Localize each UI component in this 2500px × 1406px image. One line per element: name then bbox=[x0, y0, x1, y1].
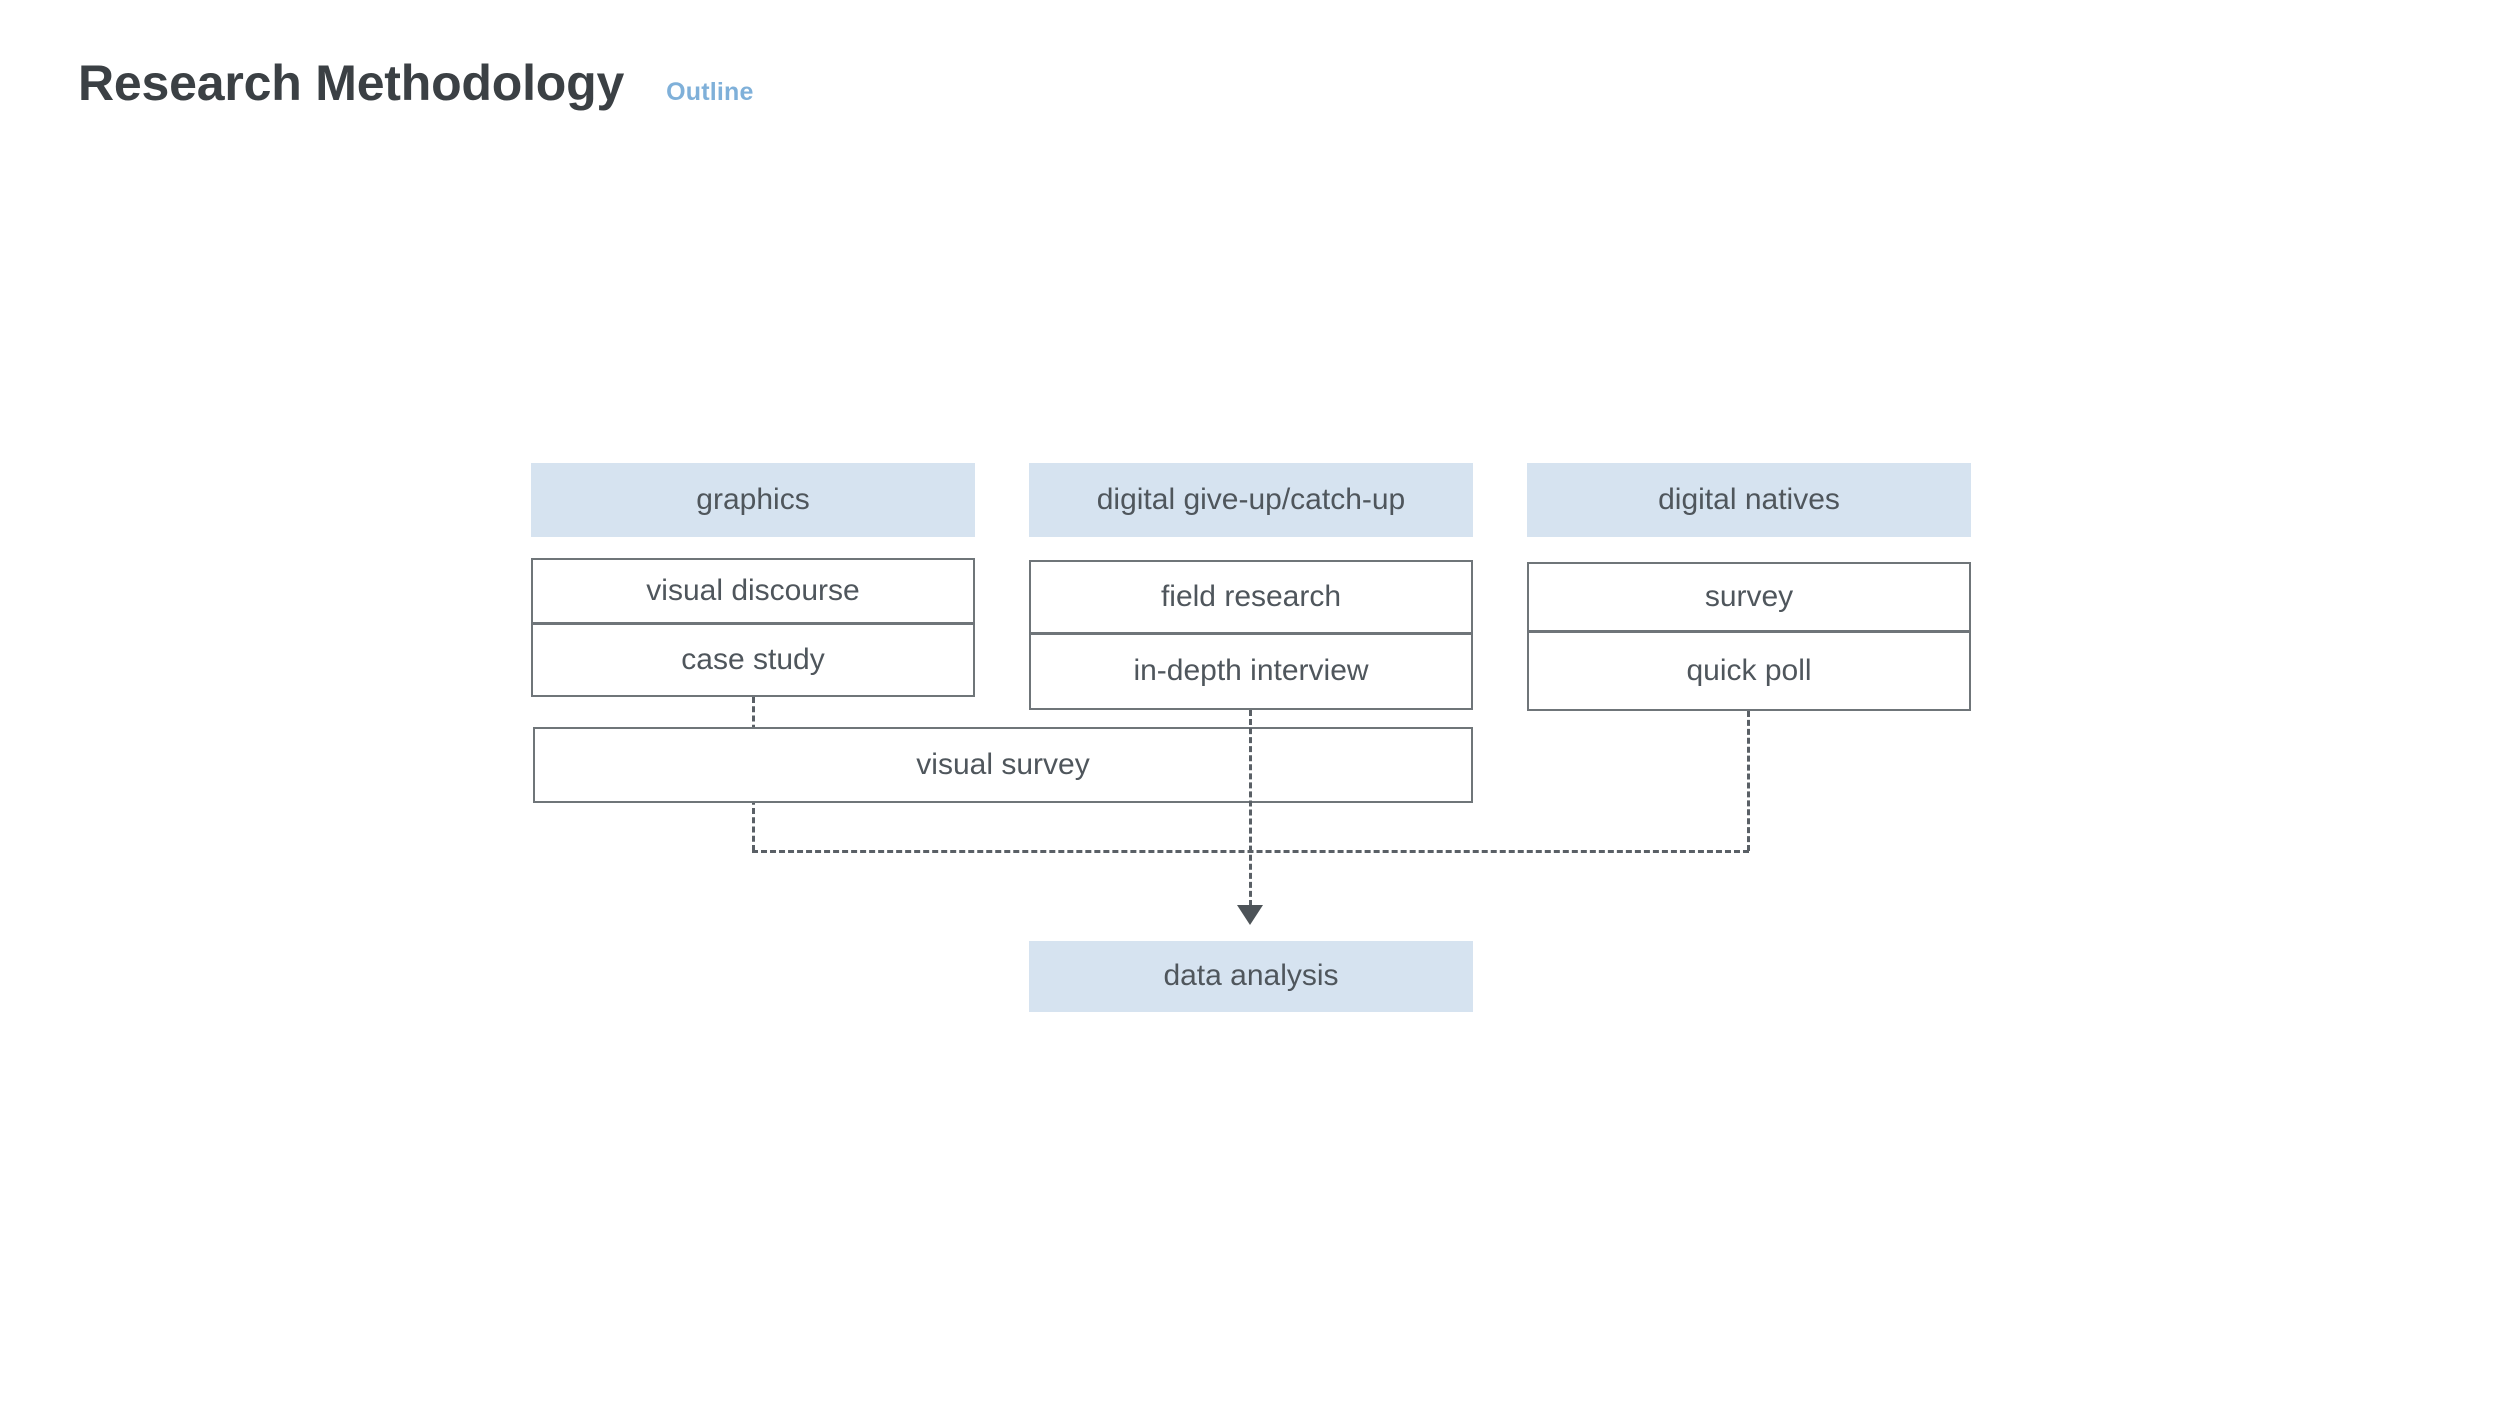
connector-digital-natives-stem bbox=[1747, 711, 1750, 851]
slide-kicker-outline: Outline bbox=[666, 78, 754, 106]
page-title: Research Methodology bbox=[78, 55, 625, 111]
node-visual-discourse[interactable]: visual discourse bbox=[531, 558, 975, 624]
connector-horizontal-bus bbox=[752, 850, 1749, 853]
node-in-depth-interview[interactable]: in-depth interview bbox=[1029, 633, 1473, 710]
node-visual-survey[interactable]: visual survey bbox=[533, 727, 1473, 803]
node-case-study[interactable]: case study bbox=[531, 623, 975, 697]
node-digital-give-up-catch-up-header[interactable]: digital give-up/catch-up bbox=[1029, 463, 1473, 537]
node-field-research[interactable]: field research bbox=[1029, 560, 1473, 634]
node-survey[interactable]: survey bbox=[1527, 562, 1971, 632]
node-graphics-header[interactable]: graphics bbox=[531, 463, 975, 537]
node-quick-poll[interactable]: quick poll bbox=[1527, 631, 1971, 711]
node-digital-natives-header[interactable]: digital natives bbox=[1527, 463, 1971, 537]
arrow-down-icon bbox=[1237, 905, 1263, 925]
node-data-analysis[interactable]: data analysis bbox=[1029, 941, 1473, 1012]
slide-header: Research Methodology Outline bbox=[78, 54, 754, 112]
